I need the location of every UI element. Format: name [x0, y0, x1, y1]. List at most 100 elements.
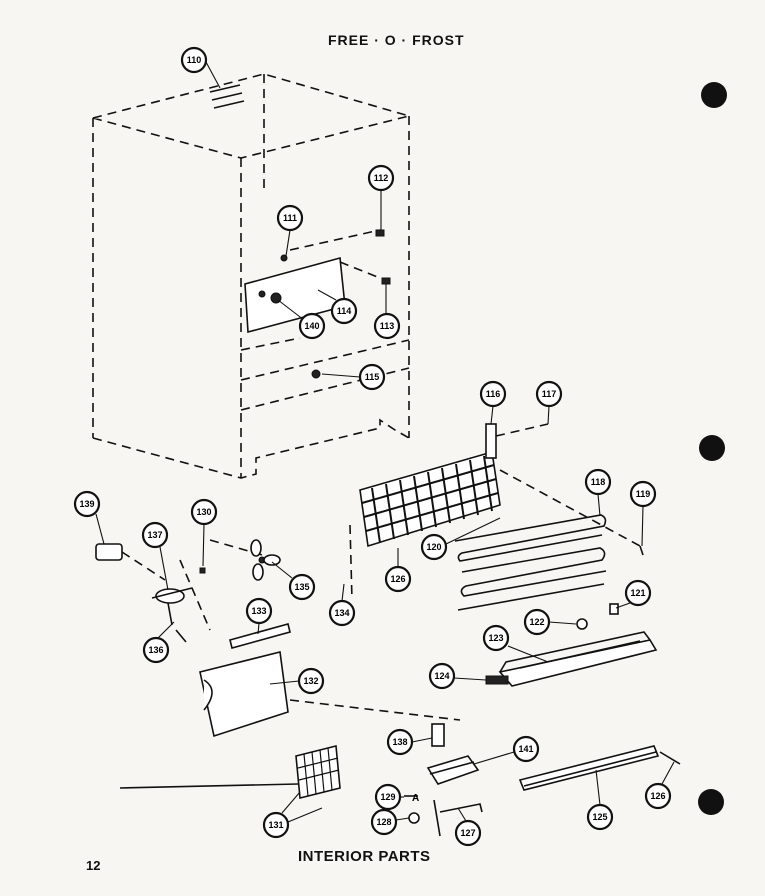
callout-number: 127: [460, 828, 475, 838]
callout-number: 121: [630, 588, 645, 598]
callout-141: 141: [512, 735, 540, 763]
callout-circle: [142, 636, 170, 664]
callout-113: 113: [373, 312, 401, 340]
callout-number: 114: [337, 306, 352, 316]
drain-trough: [498, 603, 658, 687]
callout-circle: [297, 667, 325, 695]
callout-135: 135: [288, 573, 316, 601]
callout-number: 111: [283, 213, 297, 223]
callout-circle: [629, 480, 657, 508]
callout-circle: [523, 608, 551, 636]
binder-hole: [701, 82, 727, 108]
diagram-title: FREE · O · FROST: [328, 32, 465, 48]
callout-116: 116: [479, 380, 507, 408]
callout-114: 114: [330, 297, 358, 325]
callout-circle: [330, 297, 358, 325]
callout-circle: [482, 624, 510, 652]
binder-holes: [698, 82, 727, 815]
callout-number: 115: [365, 372, 380, 382]
binder-hole: [699, 435, 725, 461]
callout-number: 119: [636, 489, 651, 499]
callout-number: 112: [374, 173, 389, 183]
binder-hole: [698, 789, 724, 815]
leader-lines: [95, 61, 675, 823]
callout-number: 125: [592, 812, 607, 822]
callout-126: 126: [384, 565, 412, 593]
part-129-suffix: A: [412, 793, 419, 804]
callout-133: 133: [245, 597, 273, 625]
callout-layer: 110 111 112 113 114 140 115 116 117 118 119 120 126 1…: [73, 46, 672, 847]
callout-134: 134: [328, 599, 356, 627]
callout-number: 123: [488, 633, 503, 643]
callout-number: 138: [392, 737, 407, 747]
callout-circle: [288, 573, 316, 601]
return-air-grille: [119, 744, 341, 800]
callout-circle: [370, 808, 398, 836]
callout-138: 138: [386, 728, 414, 756]
coil-fins: [361, 455, 499, 544]
vent-slots: [209, 84, 245, 109]
callout-number: 133: [251, 606, 266, 616]
callout-circle: [367, 164, 395, 192]
callout-129: 129: [374, 783, 402, 811]
callout-circle: [420, 533, 448, 561]
callout-number: 120: [426, 542, 441, 552]
callout-circle: [479, 380, 507, 408]
callout-circle: [374, 783, 402, 811]
callout-number: 126: [390, 574, 405, 584]
callout-circle: [512, 735, 540, 763]
callout-circle: [141, 521, 169, 549]
callout-137: 137: [141, 521, 169, 549]
callout-139: 139: [73, 490, 101, 518]
defrost-heater: [454, 514, 644, 611]
callout-circle: [245, 597, 273, 625]
callout-140: 140: [298, 312, 326, 340]
callout-117: 117: [535, 380, 563, 408]
callout-number: 134: [334, 608, 349, 618]
callout-112: 112: [367, 164, 395, 192]
callout-number: 118: [591, 477, 606, 487]
cabinet-liner: [92, 73, 413, 479]
callout-130: 130: [190, 498, 218, 526]
callout-circle: [328, 599, 356, 627]
callout-number: 140: [304, 321, 319, 331]
callout-number: 130: [196, 507, 211, 517]
callout-118: 118: [584, 468, 612, 496]
callout-number: 137: [147, 530, 162, 540]
page-number: 12: [86, 858, 101, 873]
callout-circle: [262, 811, 290, 839]
callout-123: 123: [482, 624, 510, 652]
callout-circle: [584, 468, 612, 496]
callout-number: 124: [434, 671, 449, 681]
callout-circle: [180, 46, 208, 74]
fan-motor-assembly: [95, 539, 281, 643]
evaporator-coil: [349, 423, 641, 601]
callout-number: 117: [542, 389, 557, 399]
callout-circle: [535, 380, 563, 408]
callout-number: 129: [380, 792, 395, 802]
callout-number: 131: [268, 820, 283, 830]
callout-126: 126: [644, 782, 672, 810]
callout-number: 122: [529, 617, 544, 627]
callout-number: 132: [303, 676, 318, 686]
callout-122: 122: [523, 608, 551, 636]
callout-circle: [276, 204, 304, 232]
callout-110: 110: [180, 46, 208, 74]
callout-circle: [384, 565, 412, 593]
callout-circle: [428, 662, 456, 690]
callout-circle: [386, 728, 414, 756]
callout-115: 115: [358, 363, 386, 391]
callout-132: 132: [297, 667, 325, 695]
callout-circle: [644, 782, 672, 810]
callout-circle: [454, 819, 482, 847]
callout-number: 135: [294, 582, 309, 592]
callout-number: 113: [380, 321, 395, 331]
callout-circle: [373, 312, 401, 340]
callout-121: 121: [624, 579, 652, 607]
callout-131: 131: [262, 811, 290, 839]
callout-125: 125: [586, 803, 614, 831]
callout-number: 139: [79, 499, 94, 509]
callout-128: 128: [370, 808, 398, 836]
callout-136: 136: [142, 636, 170, 664]
